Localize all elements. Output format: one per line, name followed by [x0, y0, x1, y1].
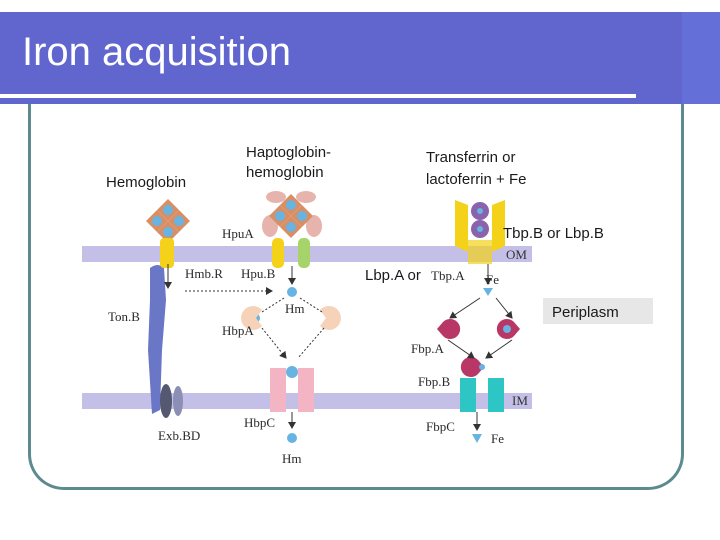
heme-in-hbpc — [286, 366, 298, 378]
arrow-hm-right — [299, 297, 323, 313]
transferrin-complex — [455, 200, 505, 264]
hmbr-receptor — [160, 238, 174, 268]
label-om: OM — [506, 247, 527, 262]
heme-bottom — [287, 433, 297, 443]
tonb-protein — [148, 265, 166, 414]
label-transferrin-line1: Transferrin or — [426, 149, 515, 166]
fe-on-fbpa-bottom — [479, 364, 485, 370]
heme-mid — [287, 287, 297, 297]
arrow-hm-left — [261, 297, 285, 313]
label-hm-bottom: Hm — [282, 451, 302, 466]
fbpa-bottom — [460, 357, 484, 377]
fbpa-left — [437, 319, 461, 340]
arrow-fbpa-left-down — [447, 339, 475, 359]
exbbd-protein — [160, 384, 172, 418]
fbpc-left — [460, 378, 476, 412]
hpub-receptor — [298, 238, 310, 268]
hbpc-transporter-right — [298, 368, 314, 412]
periplasm-label: Periplasm — [552, 304, 619, 321]
label-hpub: Hpu.B — [241, 266, 276, 281]
label-fbpa: Fbp.A — [411, 341, 444, 356]
label-hm-mid: Hm — [285, 301, 305, 316]
periplasm-box — [543, 298, 653, 324]
label-hbpa: HbpA — [222, 323, 254, 338]
label-tbpb: Tbp.B or Lbp.B — [503, 225, 604, 242]
label-hemoglobin: Hemoglobin — [106, 174, 186, 191]
label-im: IM — [512, 393, 528, 408]
title-underline — [0, 94, 636, 98]
fbpc-right — [488, 378, 504, 412]
hemoglobin-complex — [146, 199, 190, 243]
arrow-fe-right — [495, 297, 513, 319]
label-tonb: Ton.B — [108, 309, 140, 324]
label-fe-top: Fe — [486, 272, 499, 287]
label-tbpa: Tbp.A — [431, 268, 465, 283]
label-lbpa: Lbp.A or — [365, 267, 421, 284]
label-fbpb: Fbp.B — [418, 374, 450, 389]
arrow-fbpa-right-down — [485, 339, 513, 359]
hbpa-protein-right — [320, 306, 341, 330]
slide-title: Iron acquisition — [22, 30, 292, 74]
fe-bottom-marker — [472, 434, 482, 443]
content-frame — [28, 104, 684, 490]
fe-top-marker — [483, 288, 493, 296]
label-exbbd: Exb.BD — [158, 428, 200, 443]
title-bar-notch — [682, 12, 720, 104]
label-hmbr: Hmb.R — [185, 266, 223, 281]
label-hpua: HpuA — [222, 226, 254, 241]
hpua-receptor — [272, 238, 284, 268]
haptoglobin-hemoglobin-complex — [262, 191, 322, 238]
fe-on-fbpa — [503, 325, 511, 333]
label-haptoglobin-line2: hemoglobin — [246, 164, 324, 181]
hbpa-protein — [241, 306, 262, 330]
arrow-hbpa-down-right — [297, 327, 325, 359]
arrow-hbpa-down-left — [261, 327, 287, 359]
hbpc-transporter-left — [270, 368, 286, 412]
label-fbpc: FbpC — [426, 419, 455, 434]
label-transferrin-line2: lactoferrin + Fe — [426, 171, 526, 188]
exbbd-protein-2 — [173, 386, 183, 416]
label-hbpc: HbpC — [244, 415, 275, 430]
arrow-fe-left — [449, 297, 481, 319]
label-fe-bottom: Fe — [491, 431, 504, 446]
label-haptoglobin-line1: Haptoglobin- — [246, 144, 331, 161]
title-bar — [0, 12, 720, 104]
